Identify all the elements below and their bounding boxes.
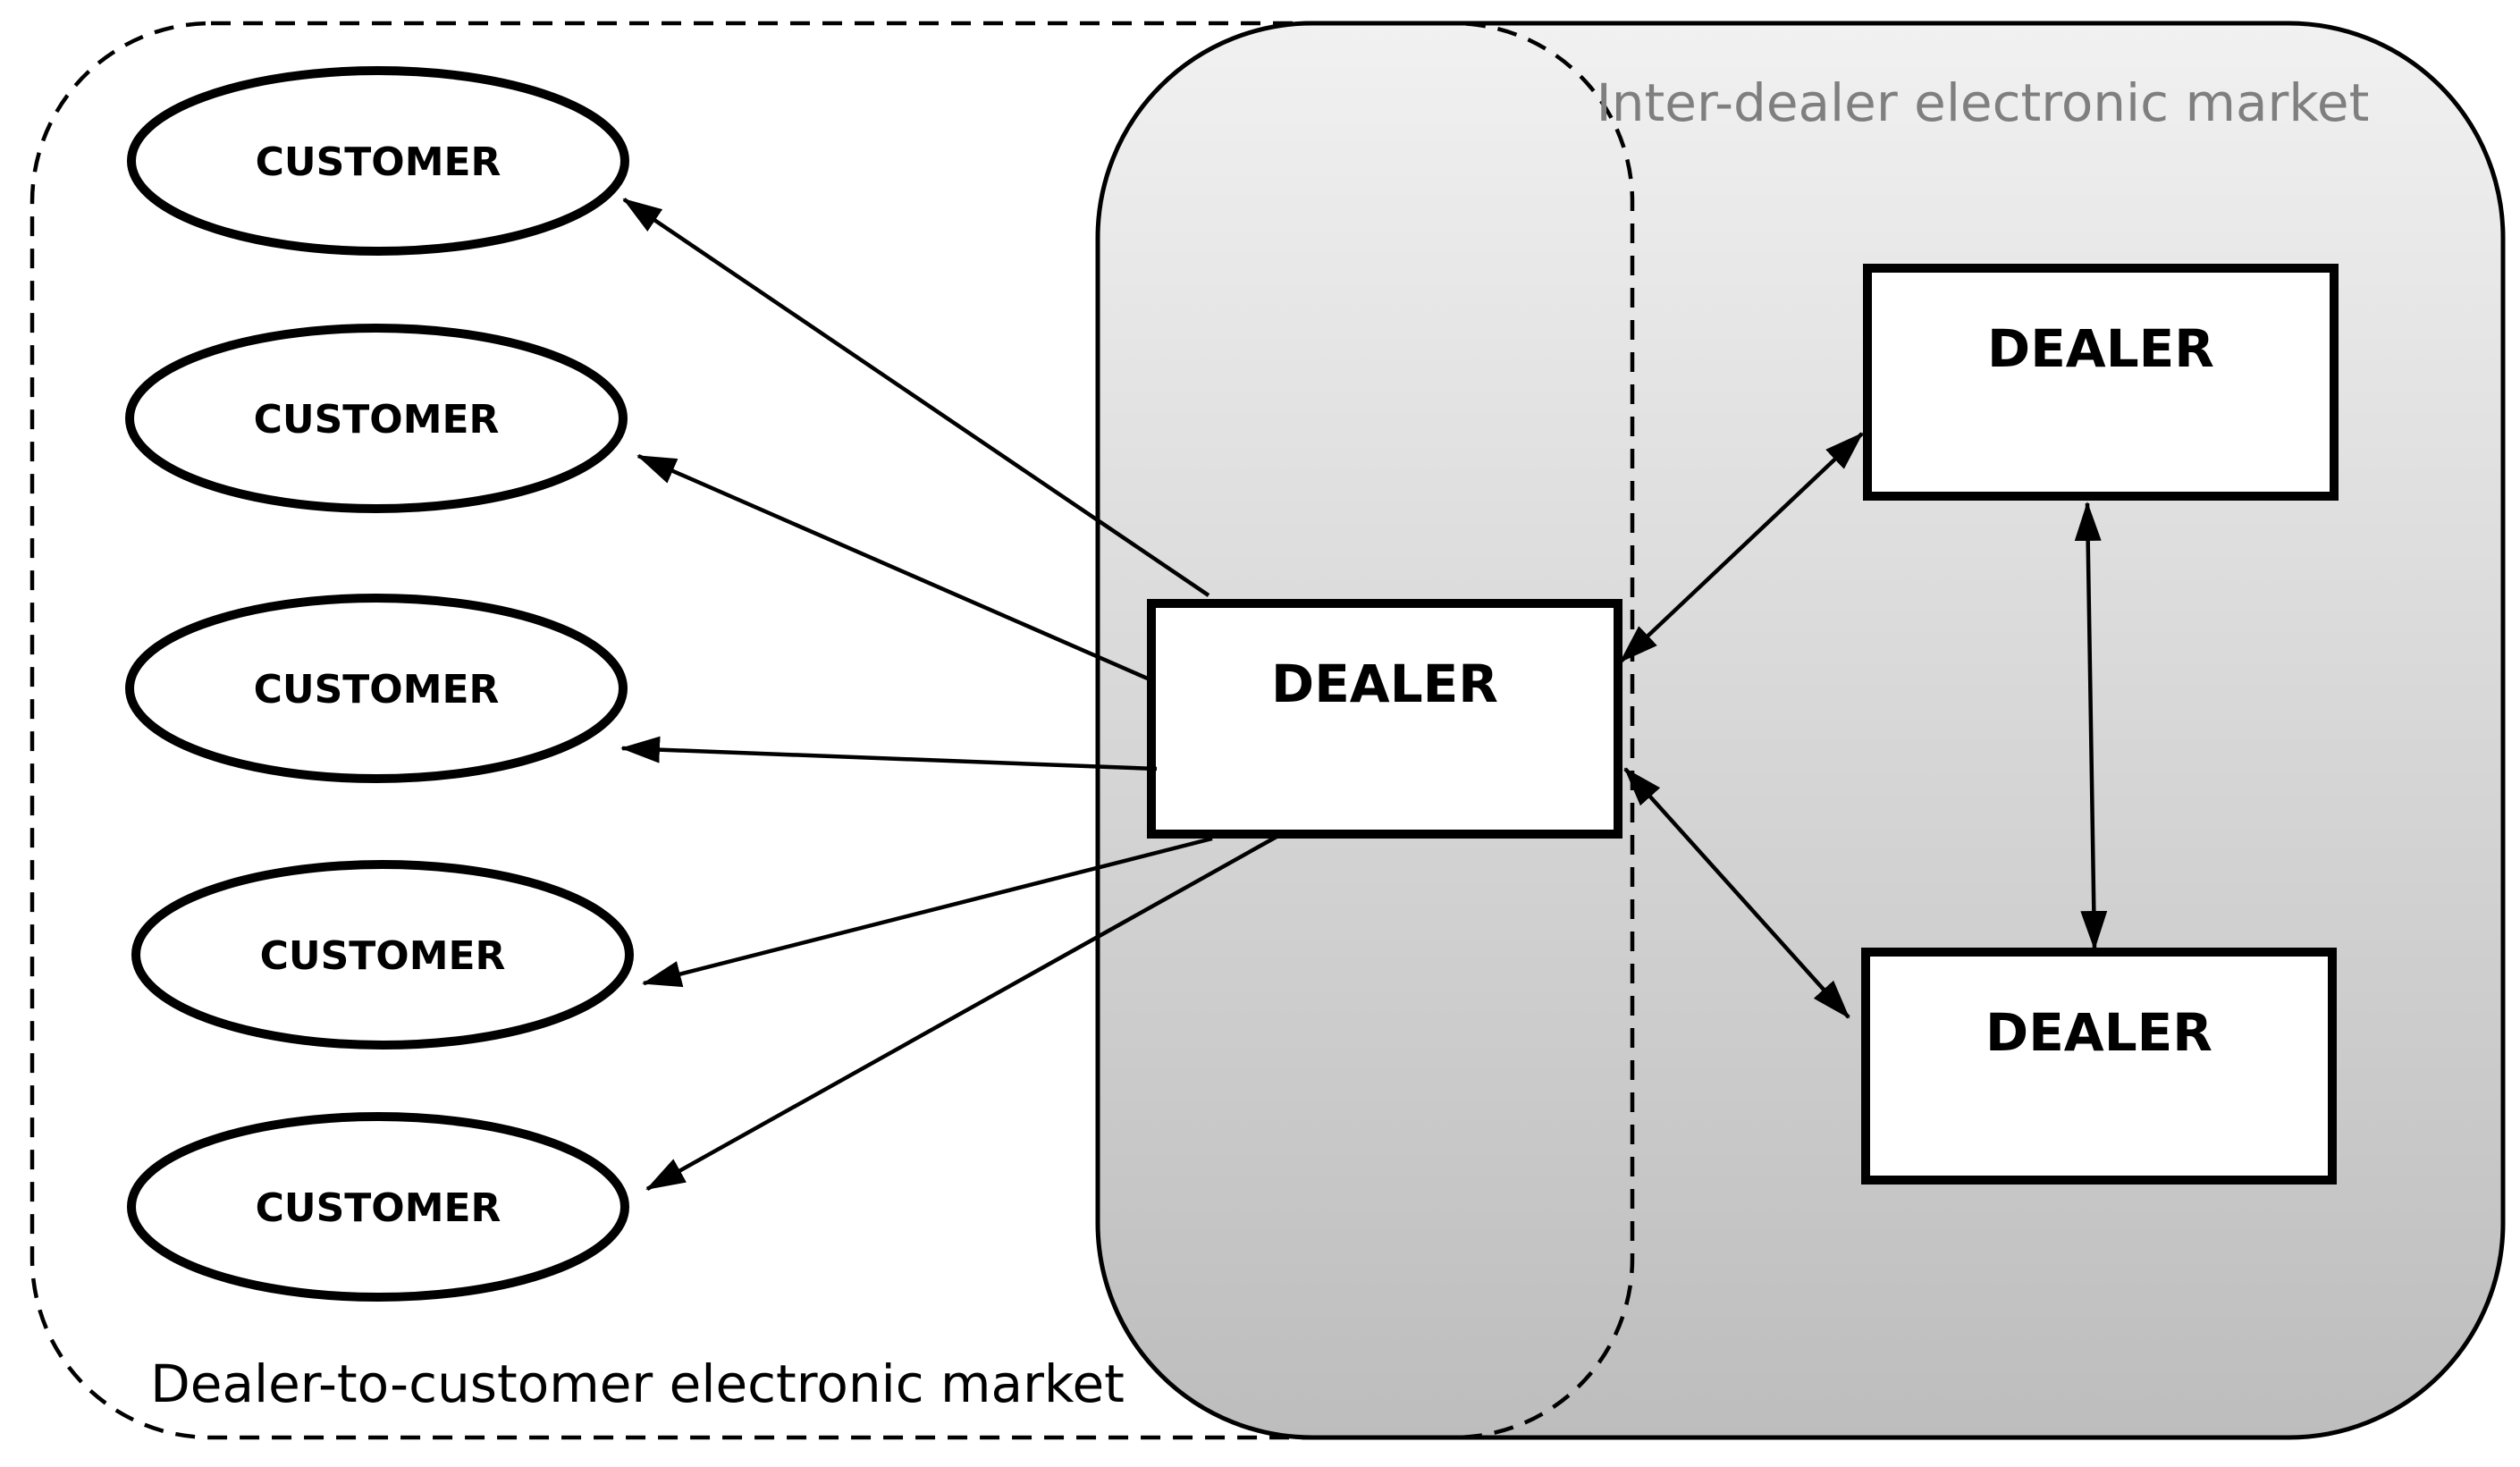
customer-label: CUSTOMER [254,397,500,443]
arrow-dealer-main-top-right [1619,432,1864,663]
customer-label: CUSTOMER [256,139,501,185]
arrow-dealer-to-customer-1 [622,198,1210,597]
customer-node-2: CUSTOMER [125,324,628,513]
customer-node-3: CUSTOMER [125,594,628,783]
dealer-label: DEALER [1985,1002,2212,1063]
dealer-node-main: DEALER [1147,599,1622,839]
customer-label: CUSTOMER [256,1185,501,1231]
dealer-to-customer-market-region [29,21,1635,1440]
dealer-node-bottom-right: DEALER [1861,948,2337,1185]
dealer-to-customer-market-label: Dealer-to-customer electronic market [150,1353,1125,1414]
customer-node-5: CUSTOMER [127,1112,629,1302]
customer-label: CUSTOMER [254,667,500,712]
customer-node-1: CUSTOMER [127,66,629,256]
inter-dealer-market-label: Inter-dealer electronic market [1597,72,2370,133]
dealer-node-top-right: DEALER [1863,264,2339,501]
dealer-label: DEALER [1271,653,1498,714]
arrow-dealer-to-customer-5 [645,835,1278,1191]
arrow-dealer-to-customer-3 [620,736,1158,771]
dealer-label: DEALER [1987,318,2214,379]
arrow-dealer-main-bottom-right [1623,767,1850,1019]
arrow-dealer-top-right-bottom-right [2074,502,2108,950]
customer-node-4: CUSTOMER [131,860,634,1050]
customer-label: CUSTOMER [260,933,506,979]
arrow-dealer-to-customer-2 [636,453,1150,682]
arrow-dealer-to-customer-4 [642,836,1213,988]
